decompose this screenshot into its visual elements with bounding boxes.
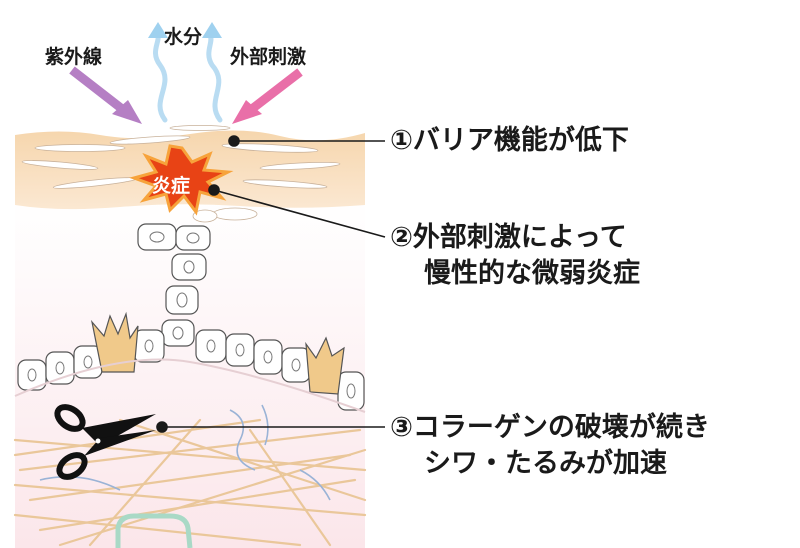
- callout-collagen: ③コラーゲンの破壊が続き シワ・たるみが加速: [390, 410, 710, 482]
- external-stimulus-arrow: [232, 68, 303, 124]
- uv-label: 紫外線: [45, 46, 103, 68]
- callout-collagen-line1: ③コラーゲンの破壊が続き: [390, 412, 710, 443]
- inflammation-label: 炎症: [152, 175, 191, 197]
- melanocytes: [90, 311, 345, 395]
- uv-arrow: [69, 66, 142, 124]
- collagen-fibers: [13, 418, 367, 547]
- callout-collagen-line2: シワ・たるみが加速: [424, 448, 667, 479]
- water-arrows: [153, 32, 223, 123]
- callout-inflammation: ②外部刺激によって 慢性的な微弱炎症: [390, 220, 640, 292]
- basement-membrane: [14, 358, 366, 413]
- corneocyte-flakes: [21, 125, 341, 223]
- leader-lines: [156, 135, 386, 433]
- basal-cells: [17, 329, 365, 411]
- water-label: 水分: [164, 26, 203, 48]
- external-stimulus-label: 外部刺激: [230, 46, 307, 68]
- scissors-icon: [54, 404, 156, 480]
- water-arrowheads: [148, 22, 222, 38]
- epidermal-cells: [137, 223, 211, 347]
- basal-nuclei: [27, 339, 356, 399]
- callout-inflammation-line2: 慢性的な微弱炎症: [424, 258, 640, 289]
- callout-barrier-line1: ①バリア機能が低下: [390, 125, 629, 156]
- blood-vessel: [115, 513, 193, 548]
- elastic-fibers: [39, 404, 331, 501]
- inflammation-burst: [129, 144, 234, 216]
- callout-barrier: ①バリア機能が低下: [390, 123, 629, 159]
- callout-inflammation-line1: ②外部刺激によって: [390, 222, 627, 253]
- cell-nuclei: [149, 231, 200, 340]
